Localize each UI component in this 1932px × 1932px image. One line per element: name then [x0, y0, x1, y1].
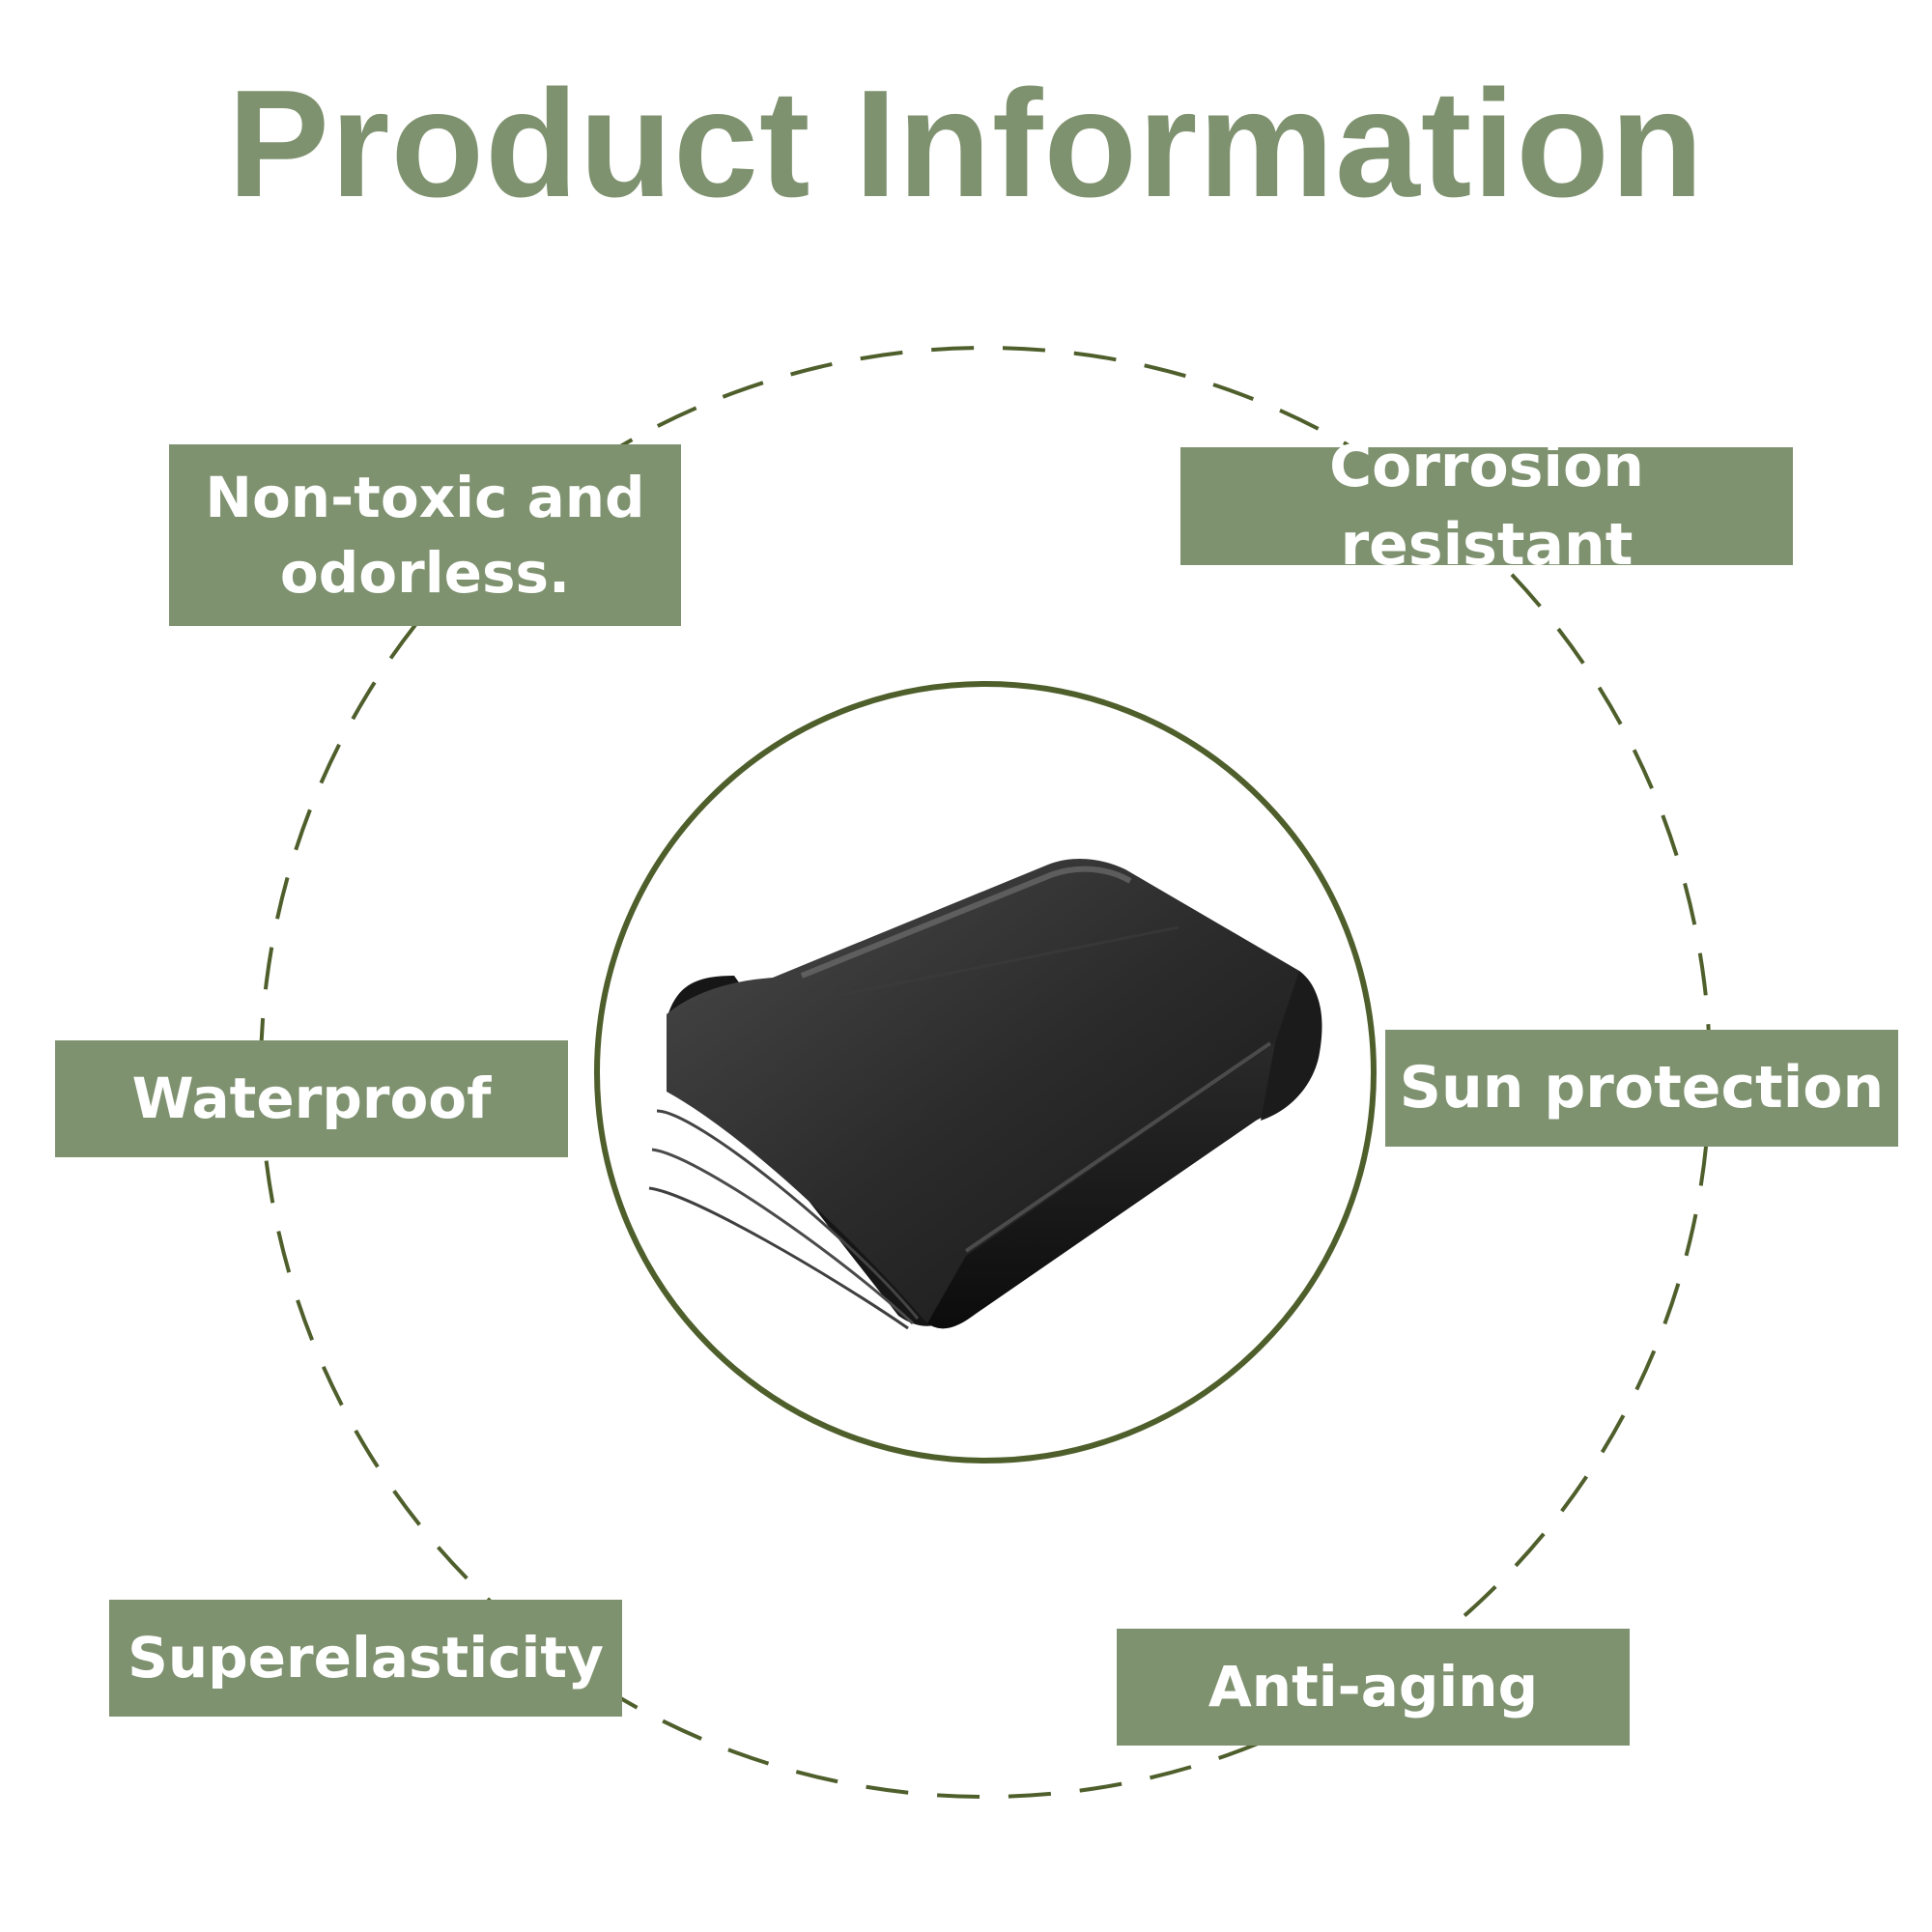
- folded-black-liner-image: [648, 858, 1322, 1330]
- feature-tag-nontoxic: Non-toxic and odorless.: [169, 444, 681, 626]
- feature-tag-anti-aging: Anti-aging: [1117, 1629, 1630, 1746]
- feature-tag-superelasticity: Superelasticity: [109, 1600, 622, 1717]
- feature-tag-corrosion-resistant: Corrosion resistant: [1180, 433, 1793, 579]
- page-title: Product Information: [227, 59, 1705, 229]
- feature-tag-sun-protection: Sun protection: [1385, 1030, 1898, 1147]
- feature-tag-waterproof: Waterproof: [55, 1040, 568, 1157]
